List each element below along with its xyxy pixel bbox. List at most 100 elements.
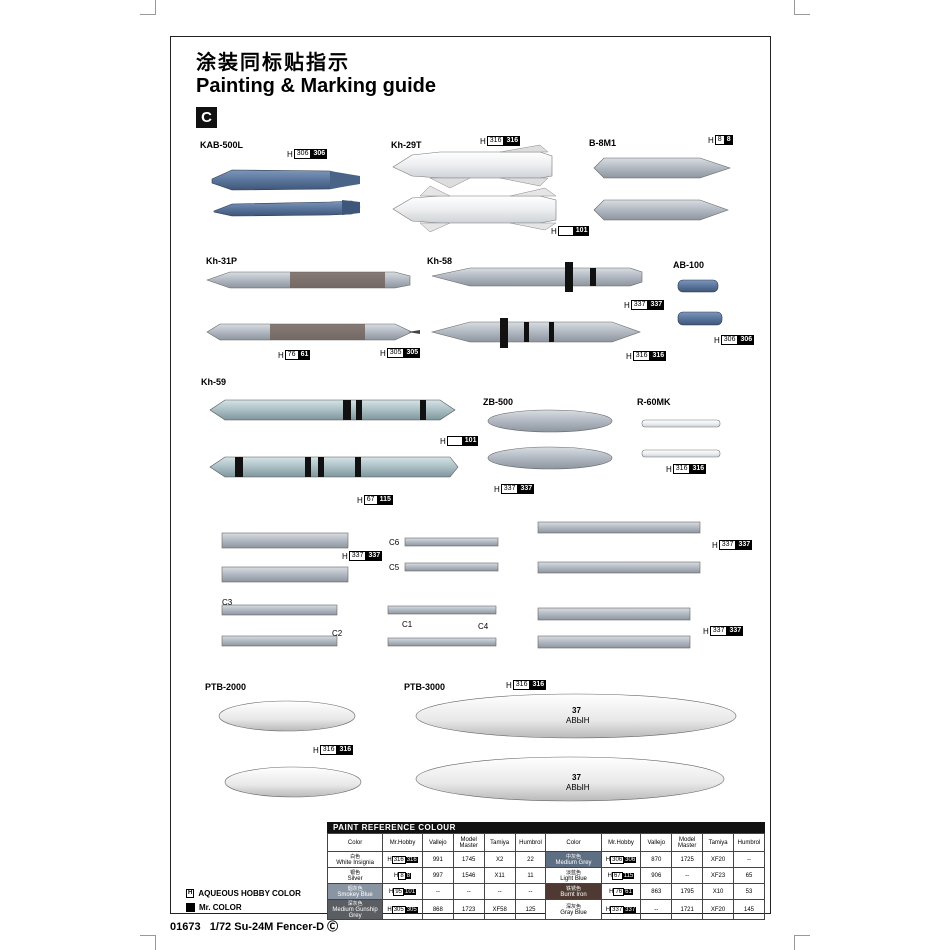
ab100-drawing <box>677 279 723 326</box>
color-name-chinese: 烟灰色 <box>347 886 363 892</box>
humbrol-code: 22 <box>514 851 547 868</box>
column-header: Vallejo <box>640 833 673 852</box>
legend-aqueous: H AQUEOUS HOBBY COLOR <box>186 889 301 898</box>
weapon-name-kab500l: KAB-500L <box>200 140 244 150</box>
tank-stencil-number: 37 <box>572 773 581 782</box>
model-master-code: 1725 <box>671 851 704 868</box>
crop-mark <box>140 14 156 15</box>
color-name-chinese: 深灰色 <box>347 901 363 907</box>
b8m1-drawing <box>593 157 731 221</box>
part-label: C2 <box>332 629 343 638</box>
paint-table-heading: PAINT REFERENCE COLOUR <box>327 822 765 833</box>
humbrol-code: -- <box>733 851 765 868</box>
color-name-chinese: 淡蓝色 <box>566 870 582 876</box>
tank-stencil-text: АВЫН <box>566 716 590 725</box>
vallejo-code: 906 <box>640 867 673 884</box>
vallejo-code: 991 <box>421 851 454 868</box>
color-name: White Insignia <box>336 860 374 866</box>
humbrol-code: 65 <box>733 867 765 884</box>
paint-table-grid: Color Mr.Hobby Vallejo Model Master Tami… <box>326 833 765 920</box>
tank-stencil-text: АВЫН <box>566 783 590 792</box>
zb500-drawing <box>487 409 613 470</box>
column-header: Humbrol <box>514 833 547 852</box>
humbrol-code: 53 <box>733 883 765 900</box>
tamiya-code: XF20 <box>702 899 735 920</box>
model-master-code: 1723 <box>452 899 485 920</box>
vallejo-code: 868 <box>421 899 454 920</box>
tamiya-code: X10 <box>702 883 735 900</box>
product-title: 1/72 Su-24M Fencer-D <box>209 921 325 933</box>
tamiya-code: -- <box>483 883 516 900</box>
weapon-name-kh58: Kh-58 <box>427 256 453 266</box>
color-name-chinese: 深灰色 <box>566 904 582 910</box>
part-label: C5 <box>389 563 400 572</box>
ptb3000-drawing <box>415 693 737 802</box>
crop-mark <box>794 936 795 950</box>
model-master-code: 1546 <box>452 867 485 884</box>
tamiya-code: XF58 <box>483 899 516 920</box>
color-name-chinese: 白色 <box>350 854 361 860</box>
tamiya-code: X11 <box>483 867 516 884</box>
kh29t-drawing <box>392 144 557 233</box>
model-master-code: -- <box>671 867 704 884</box>
page-title-chinese: 涂装同标贴指示 <box>196 50 350 74</box>
legend-aqueous-label: AQUEOUS HOBBY COLOR <box>198 889 301 898</box>
paint-reference-table: PAINT REFERENCE COLOUR Color Mr.Hobby Va… <box>326 822 765 920</box>
humbrol-code: -- <box>514 883 547 900</box>
product-code: 01673 <box>170 921 201 933</box>
model-master-code: -- <box>452 883 485 900</box>
part-label: C4 <box>478 622 489 631</box>
tamiya-code: X2 <box>483 851 516 868</box>
vallejo-code: 997 <box>421 867 454 884</box>
page-title: Painting & Marking guide <box>196 75 437 97</box>
color-name-chinese: 中灰色 <box>566 854 582 860</box>
humbrol-code: 125 <box>514 899 547 920</box>
weapon-name-ptb2000: PTB-2000 <box>205 682 247 692</box>
tamiya-code: XF23 <box>702 867 735 884</box>
color-name: Smokey Blue <box>337 892 373 898</box>
weapon-name-kh59: Kh-59 <box>201 377 227 387</box>
crop-mark <box>794 0 795 14</box>
color-name: Light Blue <box>560 876 587 882</box>
color-name: Silver <box>347 876 363 882</box>
tank-stencil-number: 37 <box>572 706 581 715</box>
model-master-code: 1795 <box>671 883 704 900</box>
weapon-name-ab100: AB-100 <box>673 260 705 270</box>
color-name: Medium Gunship Grey <box>332 907 378 919</box>
color-name: Medium Grey <box>555 860 592 866</box>
crop-mark <box>794 14 810 15</box>
column-header: Color <box>326 833 384 852</box>
weapon-name-b8m1: B-8M1 <box>589 138 617 148</box>
column-header: Tamiya <box>483 833 516 852</box>
section-badge: C <box>196 107 217 128</box>
column-header: Humbrol <box>733 833 765 852</box>
legend-mr-color: Mr. COLOR <box>186 903 242 912</box>
weapon-name-kh31p: Kh-31P <box>206 256 238 266</box>
